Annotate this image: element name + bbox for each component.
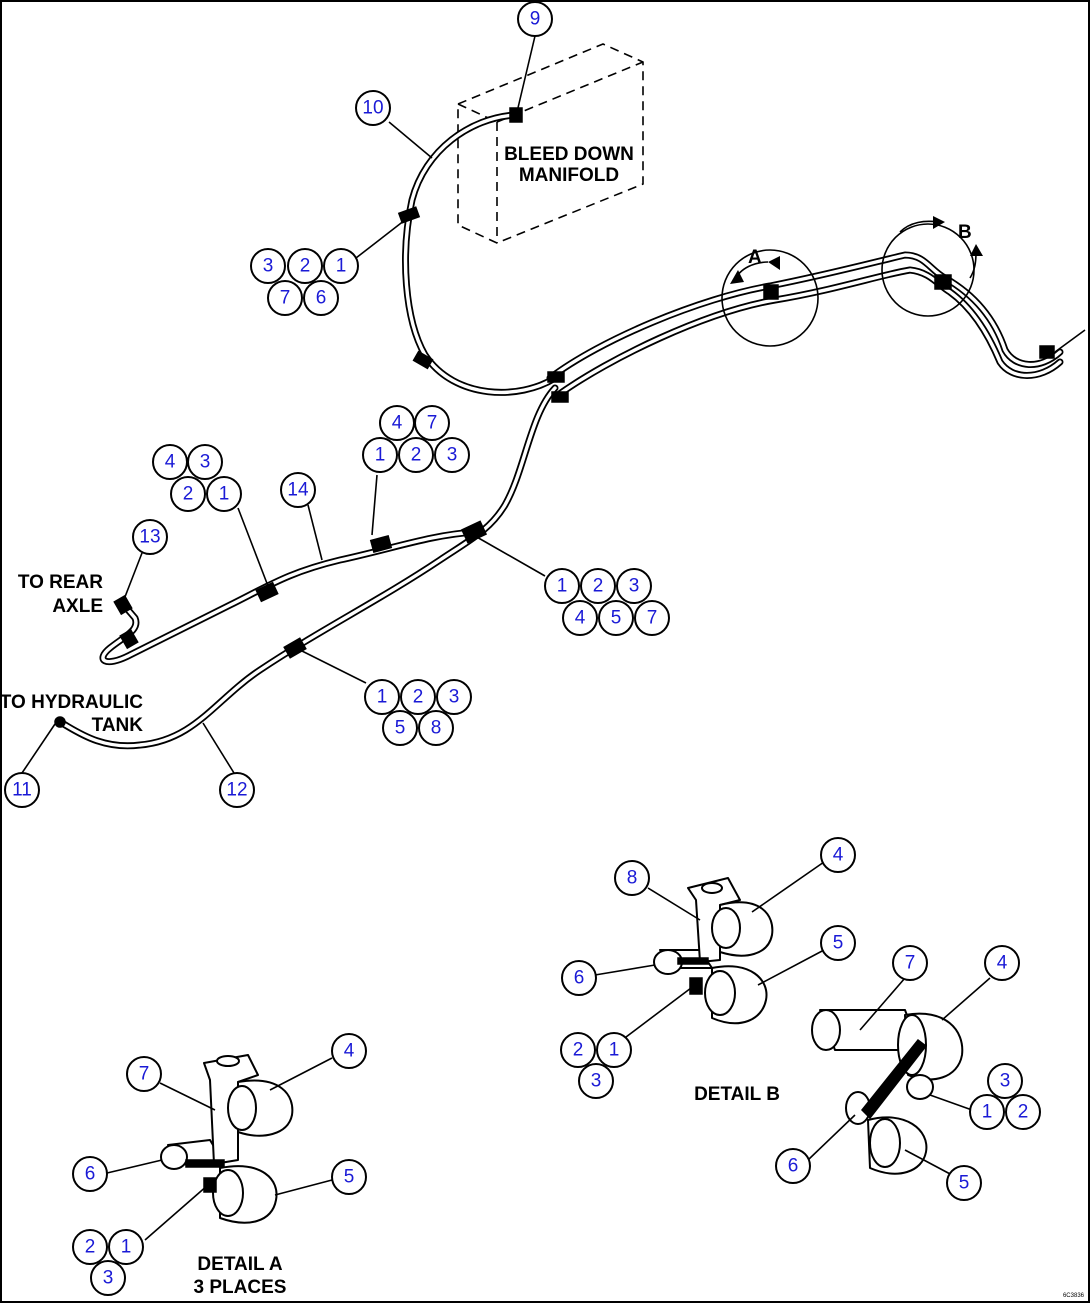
svg-text:1: 1: [557, 576, 568, 597]
svg-text:4: 4: [165, 452, 176, 473]
svg-text:1: 1: [609, 1040, 620, 1061]
svg-text:1: 1: [336, 256, 347, 277]
main-tube-bundle: [546, 251, 1086, 399]
svg-text:6: 6: [574, 968, 585, 989]
svg-text:4: 4: [575, 608, 586, 629]
detail-a-title-1: DETAIL A: [197, 1254, 282, 1275]
svg-text:4: 4: [392, 413, 403, 434]
balloon-14: 14: [280, 472, 316, 508]
to-hydraulic-tank-label-2: TANK: [92, 715, 144, 736]
svg-text:1: 1: [219, 484, 230, 505]
svg-text:3: 3: [1000, 1071, 1011, 1092]
balloon-group-2: 4 7 1 2 3: [362, 405, 470, 473]
detail-c-balloons: 7 4 6 5 3 1 2: [775, 945, 1041, 1201]
svg-text:3: 3: [447, 445, 458, 466]
detail-a-callout: [721, 249, 819, 347]
svg-text:3: 3: [103, 1268, 114, 1289]
leader-lines-main: [21, 35, 546, 774]
balloon-group-3: 4 3 2 1: [152, 444, 242, 512]
leader-lines-detail-c: [807, 977, 991, 1176]
leader-lines-detail-a: [106, 1057, 333, 1241]
svg-text:7: 7: [905, 953, 916, 974]
hose-10: [402, 111, 559, 396]
svg-text:3: 3: [200, 452, 211, 473]
svg-text:4: 4: [997, 953, 1008, 974]
svg-text:6: 6: [85, 1164, 96, 1185]
balloon-9: 9: [517, 1, 553, 37]
svg-text:1: 1: [121, 1237, 132, 1258]
svg-text:2: 2: [85, 1237, 96, 1258]
clamp-marks: [54, 107, 1055, 728]
to-rear-axle-label-1: TO REAR: [18, 572, 103, 593]
leader-lines-detail-b: [594, 861, 825, 1041]
svg-text:9: 9: [530, 9, 541, 30]
svg-text:12: 12: [226, 780, 247, 801]
svg-text:6: 6: [316, 288, 327, 309]
detail-b-callout: [881, 216, 983, 317]
svg-text:2: 2: [413, 687, 424, 708]
detail-b-marker: B: [958, 222, 972, 243]
svg-text:5: 5: [959, 1173, 970, 1194]
svg-text:7: 7: [427, 413, 438, 434]
detail-b-balloons: 8 4 6 5 2 1 3: [560, 837, 856, 1099]
svg-text:8: 8: [627, 868, 638, 889]
svg-text:6: 6: [788, 1156, 799, 1177]
svg-text:2: 2: [573, 1040, 584, 1061]
balloon-13: 13: [132, 519, 168, 555]
svg-text:2: 2: [411, 445, 422, 466]
svg-text:13: 13: [139, 527, 160, 548]
svg-text:5: 5: [344, 1167, 355, 1188]
bleed-down-label-2: MANIFOLD: [519, 165, 619, 186]
svg-text:5: 5: [833, 933, 844, 954]
svg-text:4: 4: [344, 1041, 355, 1062]
balloon-group-5: 1 2 3 5 8: [364, 679, 472, 746]
svg-text:2: 2: [183, 484, 194, 505]
svg-text:3: 3: [263, 256, 274, 277]
bleed-down-label-1: BLEED DOWN: [504, 144, 634, 165]
svg-text:7: 7: [280, 288, 291, 309]
svg-text:2: 2: [593, 576, 604, 597]
svg-text:5: 5: [395, 718, 406, 739]
svg-text:1: 1: [375, 445, 386, 466]
svg-text:1: 1: [377, 687, 388, 708]
balloon-12: 12: [219, 772, 255, 808]
hose-12: [56, 384, 559, 750]
svg-text:7: 7: [139, 1064, 150, 1085]
detail-a-title-2: 3 PLACES: [194, 1277, 287, 1298]
detail-b-title: DETAIL B: [694, 1084, 780, 1105]
svg-text:14: 14: [287, 480, 309, 501]
detail-b-assembly: [653, 877, 774, 1025]
to-rear-axle-label-2: AXLE: [52, 596, 103, 617]
detail-a-marker: A: [748, 247, 762, 268]
svg-text:3: 3: [629, 576, 640, 597]
svg-text:3: 3: [449, 687, 460, 708]
svg-text:8: 8: [431, 718, 442, 739]
svg-text:1: 1: [982, 1102, 993, 1123]
svg-text:4: 4: [833, 845, 844, 866]
svg-text:5: 5: [611, 608, 622, 629]
drawing-code: 6C3836: [1063, 1293, 1085, 1299]
svg-text:10: 10: [362, 98, 383, 119]
balloon-group-1: 3 2 1 7 6: [250, 248, 359, 316]
svg-text:2: 2: [300, 256, 311, 277]
svg-text:2: 2: [1018, 1102, 1029, 1123]
balloon-11: 11: [4, 772, 40, 808]
svg-text:11: 11: [12, 780, 32, 801]
detail-a-assembly: [160, 1054, 294, 1224]
svg-text:3: 3: [591, 1071, 602, 1092]
detail-c-assembly: [811, 1009, 964, 1175]
svg-text:7: 7: [647, 608, 658, 629]
detail-a-balloons: 7 4 6 5 2 1 3: [72, 1033, 367, 1296]
balloon-group-4: 1 2 3 4 5 7: [544, 568, 670, 636]
to-hydraulic-tank-label-1: TO HYDRAULIC: [0, 692, 143, 713]
balloon-10: 10: [355, 90, 391, 126]
